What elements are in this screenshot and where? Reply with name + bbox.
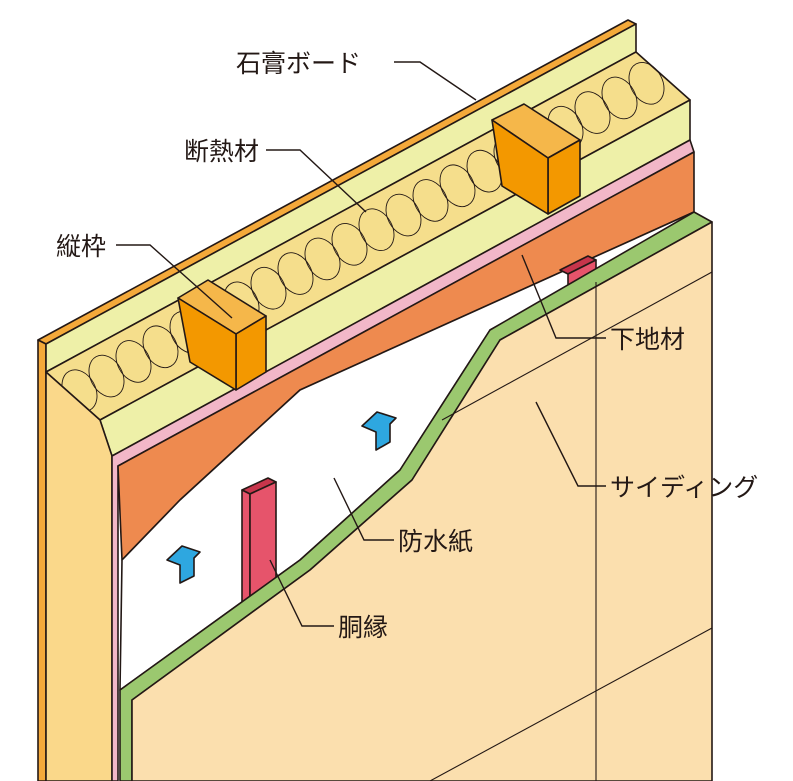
label-waterproof-paper: 防水紙 <box>398 527 473 556</box>
leader-gypsum-board <box>394 61 477 101</box>
insulation-fiber-loop <box>331 223 368 266</box>
stud-right-side <box>491 119 549 215</box>
insulation-fiber-loop <box>88 354 125 398</box>
siding-joint-upper <box>441 271 713 421</box>
leader-insulation <box>266 149 367 213</box>
leader-furring-strip <box>269 559 334 627</box>
gypsum-board-edge-face <box>37 339 47 781</box>
wall-side-face <box>45 371 113 781</box>
label-insulation: 断熱材 <box>184 137 259 166</box>
leader-waterproof-paper <box>333 477 394 541</box>
airflow-arrow-icon <box>166 545 201 584</box>
leader-stud <box>116 244 233 319</box>
insulation-fiber-loop <box>412 179 449 222</box>
siding-panel <box>119 211 713 781</box>
insulation-fiber-loop <box>574 91 611 134</box>
insulation-fiber-loop <box>115 340 152 383</box>
label-gypsum-board: 石膏ボード <box>236 49 361 78</box>
insulation-fiber-loop <box>277 252 314 295</box>
leader-furring-base <box>521 254 606 339</box>
stud-left-side <box>177 297 237 391</box>
leader-lines <box>116 61 606 627</box>
airflow-arrows <box>166 411 397 584</box>
insulation-fiber-loop <box>439 164 476 208</box>
label-furring-base: 下地材 <box>610 325 685 354</box>
insulation-fiber-loop <box>385 193 422 237</box>
insulation-fiber-loop <box>250 266 287 310</box>
insulation-fiber-loop <box>358 208 395 251</box>
airflow-arrow-icon <box>361 411 397 451</box>
stud-left <box>177 279 267 391</box>
insulation-fiber-loop <box>601 76 638 120</box>
siding-face <box>131 221 713 781</box>
stud-right <box>491 103 581 215</box>
label-stud: 縦枠 <box>56 232 106 261</box>
insulation-fiber-loop <box>628 62 665 105</box>
label-furring-strip: 胴縁 <box>338 613 388 642</box>
label-siding: サイディング <box>610 473 758 502</box>
siding-joint-lower <box>429 627 713 781</box>
insulation-fiber-loop <box>304 237 341 281</box>
leader-siding <box>535 401 606 487</box>
insulation-fiber-loop <box>142 325 179 369</box>
labels: 石膏ボード 断熱材 縦枠 下地材 サイディング 防水紙 胴縁 <box>56 49 758 642</box>
gypsum-board <box>37 19 637 781</box>
